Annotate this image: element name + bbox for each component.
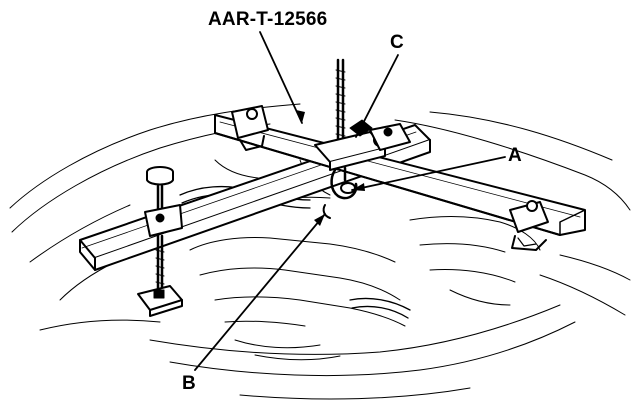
callout-a-label: A <box>508 145 522 166</box>
callout-leaders <box>194 31 506 371</box>
right-foot <box>509 200 549 251</box>
callout-c-label: C <box>390 32 404 53</box>
rear-left-foot <box>231 105 269 151</box>
callout-b-label: B <box>182 373 196 394</box>
side-beam <box>214 114 586 236</box>
tool-number-label: AAR-T-12566 <box>208 9 328 30</box>
left-adjuster-knob <box>137 166 183 317</box>
center-hook-bracket <box>314 58 411 219</box>
